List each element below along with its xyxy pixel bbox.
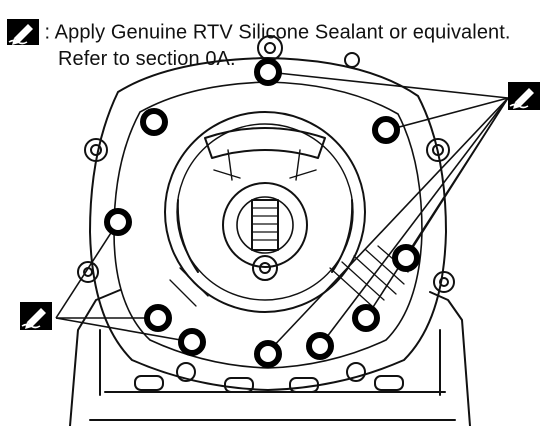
flange-bolt-hole — [432, 144, 444, 156]
callout-sealant-icon — [508, 82, 540, 110]
hub-left-rib — [176, 199, 199, 273]
gusset-hatching — [169, 267, 209, 307]
sealant-point — [392, 244, 420, 272]
shaft-end-center — [259, 262, 271, 274]
case-flange-inner — [113, 81, 423, 369]
legend-line-2: Refer to section 0A. — [58, 48, 236, 70]
hub-detail-lines — [213, 149, 317, 181]
flange-bolt-hole — [344, 52, 360, 68]
legend-line-1: : Apply Genuine RTV Silicone Sealant or … — [44, 21, 511, 44]
sealant-point — [372, 116, 400, 144]
sealant-point — [254, 340, 282, 368]
shaft-boss-inner — [236, 196, 294, 254]
hub-right-rib — [331, 199, 354, 273]
sealant-point — [306, 332, 334, 360]
flange-bolt-hole — [264, 42, 276, 54]
callout-sealant-icon — [20, 302, 52, 330]
shaft-splines — [251, 207, 279, 241]
flange-bolt-hole — [426, 138, 450, 162]
sealant-points — [104, 58, 420, 368]
shaft-end — [252, 255, 278, 281]
bottom-lug — [374, 375, 404, 391]
flange-bolt-hole — [77, 261, 99, 283]
bottom-lug — [224, 377, 254, 393]
hub-outer-ring — [164, 111, 366, 313]
flange-bolt-hole — [346, 362, 366, 382]
sealant-point — [104, 208, 132, 236]
flange-bolt-hole — [176, 362, 196, 382]
sealant-point — [140, 108, 168, 136]
flange-bolt-hole — [84, 138, 108, 162]
flange-bolt-hole — [90, 144, 102, 156]
housing-right-edge — [429, 291, 471, 426]
housing-side-lines — [99, 329, 441, 396]
housing-left-edge — [69, 289, 121, 426]
shaft-boss — [222, 182, 308, 268]
bottom-lug — [134, 375, 164, 391]
sealant-point — [352, 304, 380, 332]
output-shaft — [251, 199, 279, 251]
sealant-icon — [6, 18, 40, 51]
flange-bolt-hole — [433, 271, 455, 293]
hub-top-rib — [204, 127, 326, 159]
leader-lines — [55, 71, 509, 353]
case-flange-outer — [89, 57, 447, 391]
sealant-point — [254, 58, 282, 86]
gusset-hatching — [329, 245, 409, 307]
sealant-point — [144, 304, 172, 332]
sealant-point — [178, 328, 206, 356]
flange-bolt-hole — [439, 277, 449, 287]
